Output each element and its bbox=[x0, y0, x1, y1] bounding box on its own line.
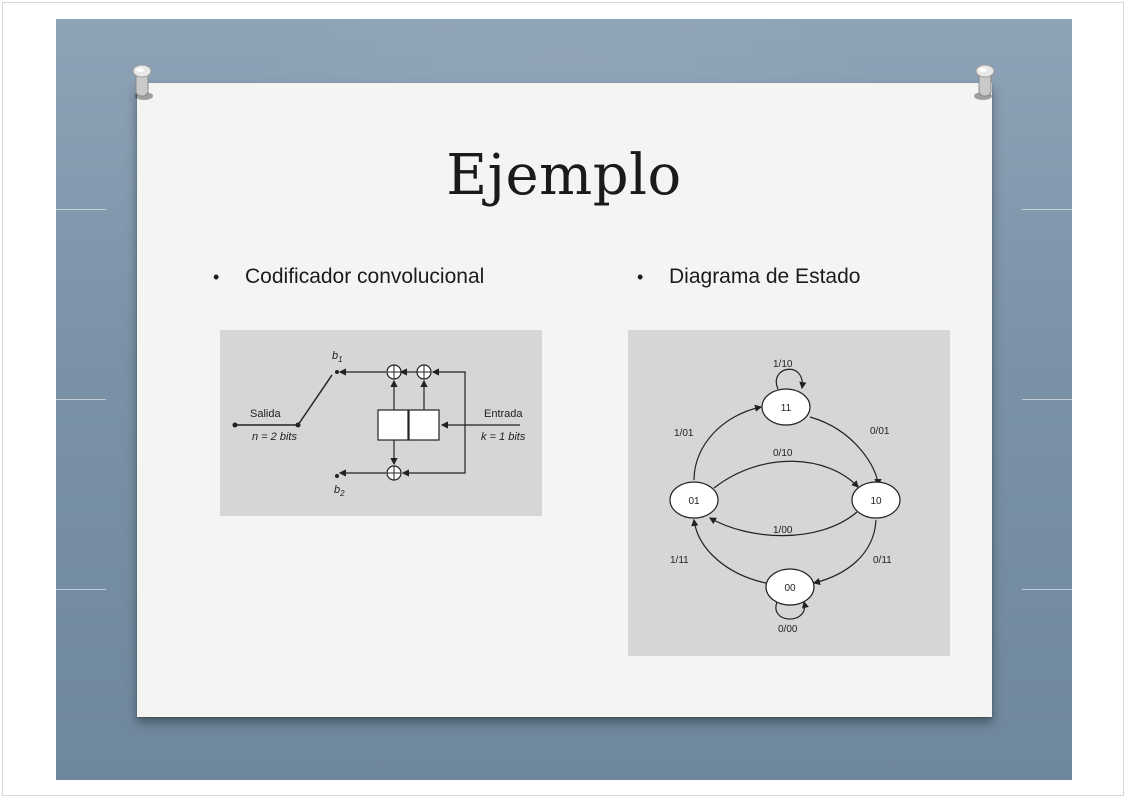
transition-11-to-10 bbox=[809, 416, 882, 487]
label-salida: Salida bbox=[250, 408, 281, 420]
bullet-encoder-text: Codificador convolucional bbox=[245, 265, 485, 288]
feed-line-bottom bbox=[401, 425, 466, 477]
encoder-figure: b1 b2 Salida n = 2 bits Entrada k = 1 bi… bbox=[220, 330, 542, 516]
transition-01-to-11 bbox=[693, 404, 763, 481]
svg-text:11: 11 bbox=[781, 403, 792, 414]
svg-text:00: 00 bbox=[784, 583, 796, 594]
feed-line-top bbox=[431, 368, 466, 425]
transition-00-self bbox=[775, 599, 809, 620]
transition-11-self bbox=[775, 368, 807, 390]
transition-label: 0/10 bbox=[773, 448, 793, 459]
bullet-state-diagram-text: Diagrama de Estado bbox=[669, 265, 861, 288]
board-tick bbox=[56, 209, 106, 210]
label-n-bits: n = 2 bits bbox=[252, 431, 297, 443]
transition-01-to-10 bbox=[713, 460, 859, 489]
board-tick bbox=[56, 399, 106, 400]
board-tick bbox=[1022, 589, 1072, 590]
svg-text:01: 01 bbox=[688, 496, 700, 507]
switch-contact-b2 bbox=[335, 474, 339, 478]
xor-adder-1 bbox=[386, 364, 402, 380]
bullet-encoder: • Codificador convolucional bbox=[213, 265, 484, 289]
pushpin-right-icon bbox=[974, 64, 995, 100]
xor-adder-3 bbox=[386, 465, 402, 481]
label-entrada: Entrada bbox=[484, 408, 523, 420]
state-11: 11 bbox=[761, 388, 811, 426]
transition-label: 1/10 bbox=[773, 359, 793, 370]
state-10: 10 bbox=[851, 481, 901, 519]
transition-10-to-00 bbox=[812, 519, 877, 586]
transition-10-to-01 bbox=[708, 511, 858, 537]
label-b1: b1 bbox=[332, 350, 343, 364]
pushpin-left-icon bbox=[132, 64, 153, 100]
commutator-switch bbox=[297, 374, 333, 426]
encoder-diagram: b1 b2 Salida n = 2 bits Entrada k = 1 bi… bbox=[232, 350, 526, 498]
board-tick bbox=[1022, 209, 1072, 210]
transition-label: 0/01 bbox=[870, 426, 890, 437]
transition-label: 1/11 bbox=[670, 555, 689, 566]
label-k-bits: k = 1 bits bbox=[481, 431, 526, 443]
transition-label: 1/01 bbox=[674, 428, 694, 439]
transition-00-to-01 bbox=[691, 518, 767, 584]
state-diagram-figure: 11 01 10 00 1/10 1/01 0/01 0/10 1/00 1/1… bbox=[628, 330, 950, 656]
bullet-state-diagram: • Diagrama de Estado bbox=[637, 265, 860, 289]
state-00: 00 bbox=[765, 568, 815, 606]
bullet-dot: • bbox=[213, 267, 220, 287]
shift-register-cell-2 bbox=[408, 409, 440, 441]
transition-label: 0/11 bbox=[873, 555, 892, 566]
svg-text:10: 10 bbox=[870, 496, 882, 507]
transition-label: 1/00 bbox=[773, 525, 793, 536]
bullet-dot: • bbox=[637, 267, 644, 287]
xor-adder-2 bbox=[416, 364, 432, 380]
output-node bbox=[232, 422, 238, 428]
state-diagram: 11 01 10 00 1/10 1/01 0/01 0/10 1/00 1/1… bbox=[669, 359, 901, 635]
board-tick bbox=[56, 589, 106, 590]
board-tick bbox=[1022, 399, 1072, 400]
state-01: 01 bbox=[669, 481, 719, 519]
switch-contact-b1 bbox=[335, 370, 339, 374]
label-b2: b2 bbox=[334, 484, 345, 498]
transition-label: 0/00 bbox=[778, 624, 798, 635]
shift-register-cell-1 bbox=[377, 409, 409, 441]
slide-title: Ejemplo bbox=[446, 143, 682, 208]
